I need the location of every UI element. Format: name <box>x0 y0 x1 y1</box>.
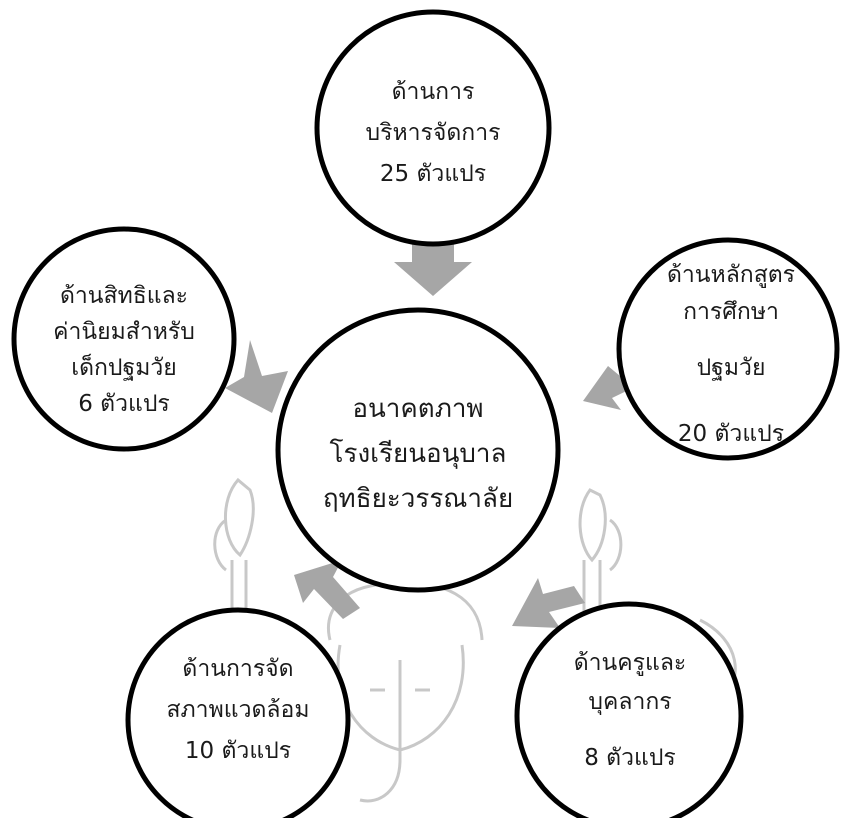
right-line-2: การศึกษา <box>683 299 779 325</box>
arrows <box>225 244 643 628</box>
top-circle <box>314 9 552 247</box>
bottom-right-node-label: ด้านครูและ บุคลากร 8 ตัวแปร <box>574 650 687 771</box>
right-node-label: ด้านหลักสูตร การศึกษา ปฐมวัย 20 ตัวแปร <box>667 262 795 447</box>
bottom-left-line-2: สภาพแวดล้อม <box>166 697 309 723</box>
center-label: อนาคตภาพ โรงเรียนอนุบาล ฤทธิยะวรรณาลัย <box>323 394 513 514</box>
left-circle <box>11 226 237 452</box>
center-line-1: อนาคตภาพ <box>352 394 483 424</box>
bottom-right-line-3: 8 ตัวแปร <box>584 745 676 771</box>
bottom-left-circle <box>125 607 351 818</box>
bottom-left-line-1: ด้านการจัด <box>182 656 293 682</box>
top-node-label: ด้านการ บริหารจัดการ 25 ตัวแปร <box>366 79 501 187</box>
right-line-3: ปฐมวัย <box>697 355 766 381</box>
bottom-right-line-1: ด้านครูและ <box>574 650 687 676</box>
watermark-right-ornament <box>578 488 623 640</box>
left-line-1: ด้านสิทธิและ <box>60 283 188 309</box>
center-circle <box>275 307 561 593</box>
bottom-right-line-2: บุคลากร <box>588 689 671 715</box>
top-line-1: ด้านการ <box>392 79 475 105</box>
right-circle <box>616 237 840 461</box>
center-line-2: โรงเรียนอนุบาล <box>330 438 507 469</box>
bottom-right-circle <box>514 601 744 818</box>
circles <box>11 9 840 818</box>
arrow-bottom-left-up <box>294 560 360 619</box>
bottom-left-line-3: 10 ตัวแปร <box>185 738 291 764</box>
right-line-4: 20 ตัวแปร <box>678 421 784 447</box>
center-line-3: ฤทธิยะวรรณาลัย <box>323 484 513 514</box>
watermark-left-ornament <box>213 477 255 640</box>
right-line-1: ด้านหลักสูตร <box>667 262 795 288</box>
top-line-3: 25 ตัวแปร <box>380 161 486 187</box>
arrow-top-down <box>394 244 472 296</box>
left-line-4: 6 ตัวแปร <box>78 391 170 417</box>
left-node-label: ด้านสิทธิและ ค่านิยมสำหรับ เด็กปฐมวัย 6 … <box>53 283 195 417</box>
arrow-left-right <box>225 340 288 413</box>
arrow-bottom-right-up <box>512 578 585 628</box>
left-line-3: เด็กปฐมวัย <box>71 352 177 381</box>
top-line-2: บริหารจัดการ <box>366 120 501 146</box>
left-line-2: ค่านิยมสำหรับ <box>53 319 195 345</box>
bottom-left-node-label: ด้านการจัด สภาพแวดล้อม 10 ตัวแปร <box>166 656 309 764</box>
